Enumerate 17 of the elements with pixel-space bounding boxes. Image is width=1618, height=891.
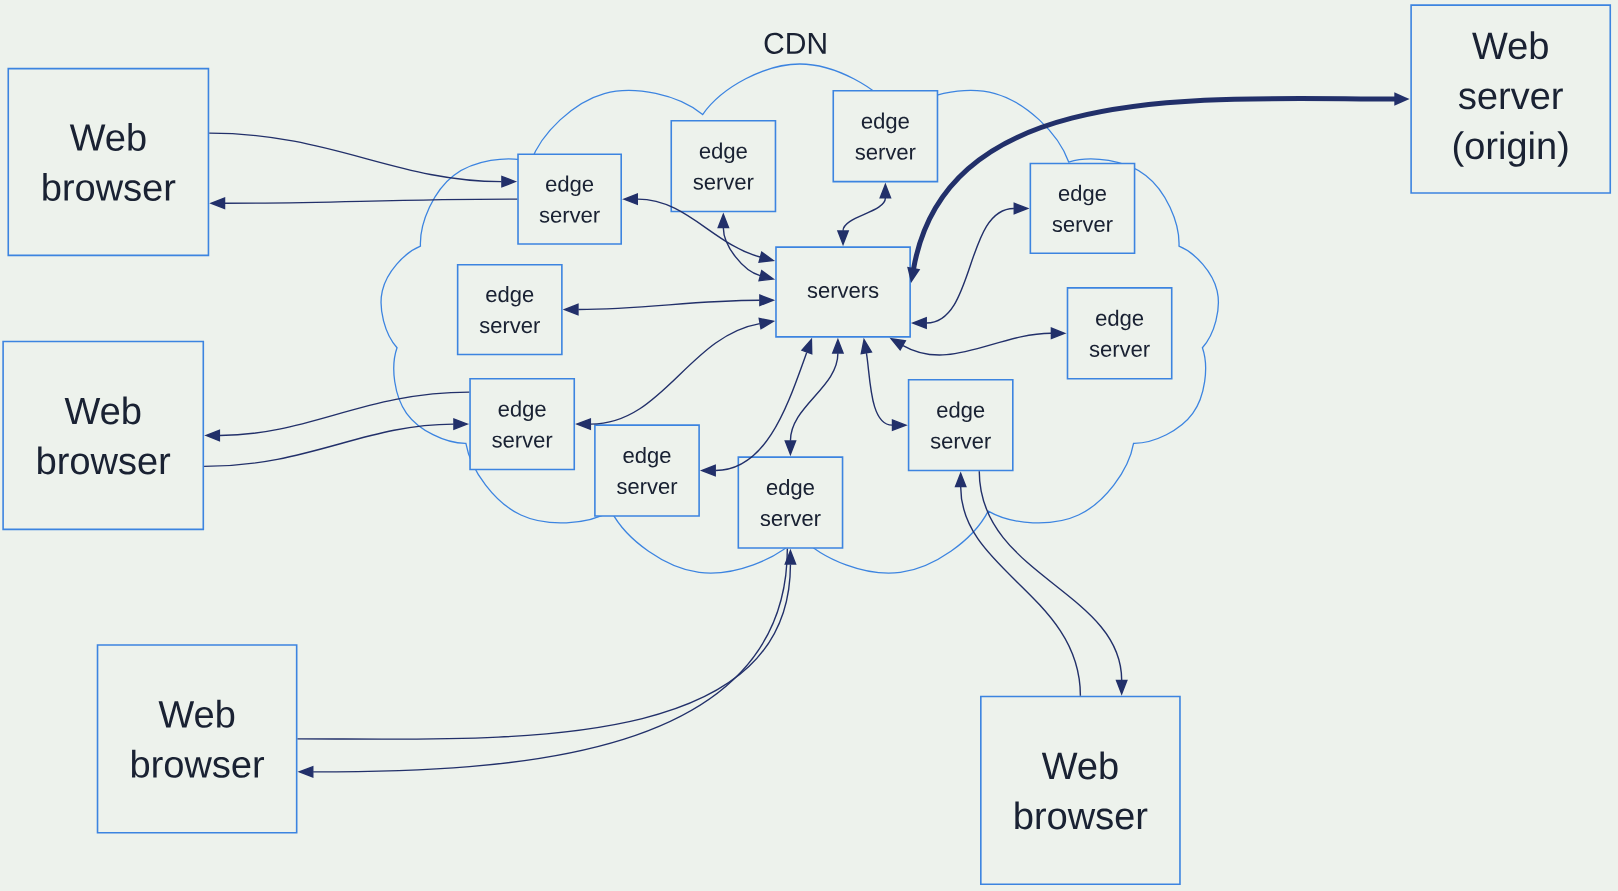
server-box: servers bbox=[775, 246, 911, 338]
server-box: edge server bbox=[832, 90, 939, 183]
browser-box: Web browser bbox=[7, 67, 210, 257]
server-box: edge server bbox=[907, 378, 1014, 472]
server-box: edge server bbox=[1066, 287, 1173, 380]
browser-box: Web browser bbox=[2, 340, 205, 531]
browser-box: Web browser bbox=[96, 644, 298, 834]
server-box: edge server bbox=[517, 153, 622, 245]
browser-box: Web browser bbox=[980, 695, 1181, 886]
server-box: edge server bbox=[670, 119, 777, 213]
server-box: edge server bbox=[594, 424, 700, 517]
server-box: edge server bbox=[456, 263, 563, 356]
server-box: edge server bbox=[1029, 162, 1136, 255]
server-box: edge server bbox=[469, 377, 576, 471]
cloud-label: CDN bbox=[764, 32, 826, 54]
origin-box: Web server (origin) bbox=[1410, 4, 1612, 194]
server-box: edge server bbox=[737, 456, 844, 549]
